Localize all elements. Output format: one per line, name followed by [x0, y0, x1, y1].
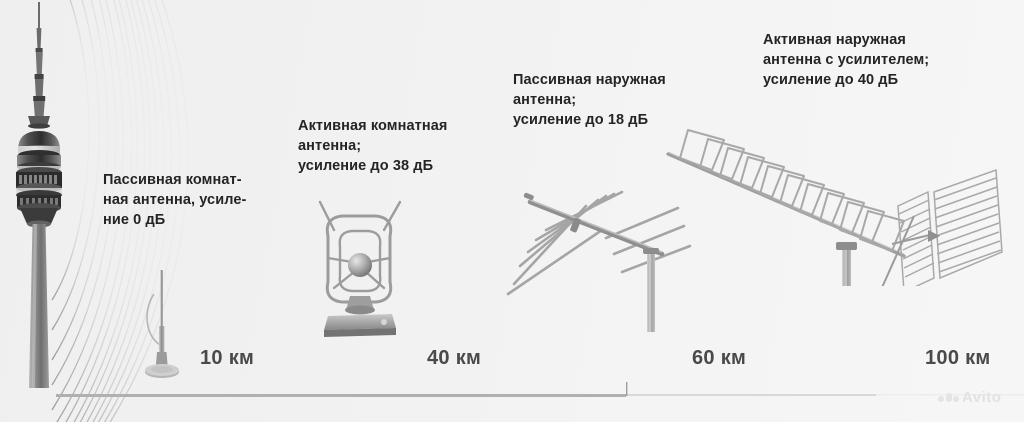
label-passive-indoor: Пассивная комнат- ная антенна, усиле- ни…: [103, 172, 247, 228]
antenna-active-indoor: [318, 200, 402, 337]
distance-marker-10km: 10 км: [200, 347, 255, 369]
watermark-text: Avito: [962, 388, 1002, 406]
distance-ruler: [55, 382, 1024, 397]
distance-marker-100km: 100 км: [925, 347, 991, 369]
avito-watermark: Avito: [938, 384, 1016, 410]
label-active-indoor: Активная комнатная антенна; усиление до …: [298, 118, 448, 174]
tv-tower: [16, 2, 62, 388]
avito-logo-icon: [938, 392, 959, 402]
antenna-passive-indoor: [145, 270, 179, 378]
distance-marker-40km: 40 км: [427, 347, 482, 369]
antenna-passive-outdoor: [506, 190, 692, 332]
antenna-active-outdoor: [666, 129, 1003, 286]
label-passive-outdoor: Пассивная наружная антенна; усиление до …: [513, 72, 666, 128]
distance-marker-60km: 60 км: [692, 347, 747, 369]
label-active-outdoor: Активная наружная антенна с усилителем; …: [763, 32, 930, 88]
